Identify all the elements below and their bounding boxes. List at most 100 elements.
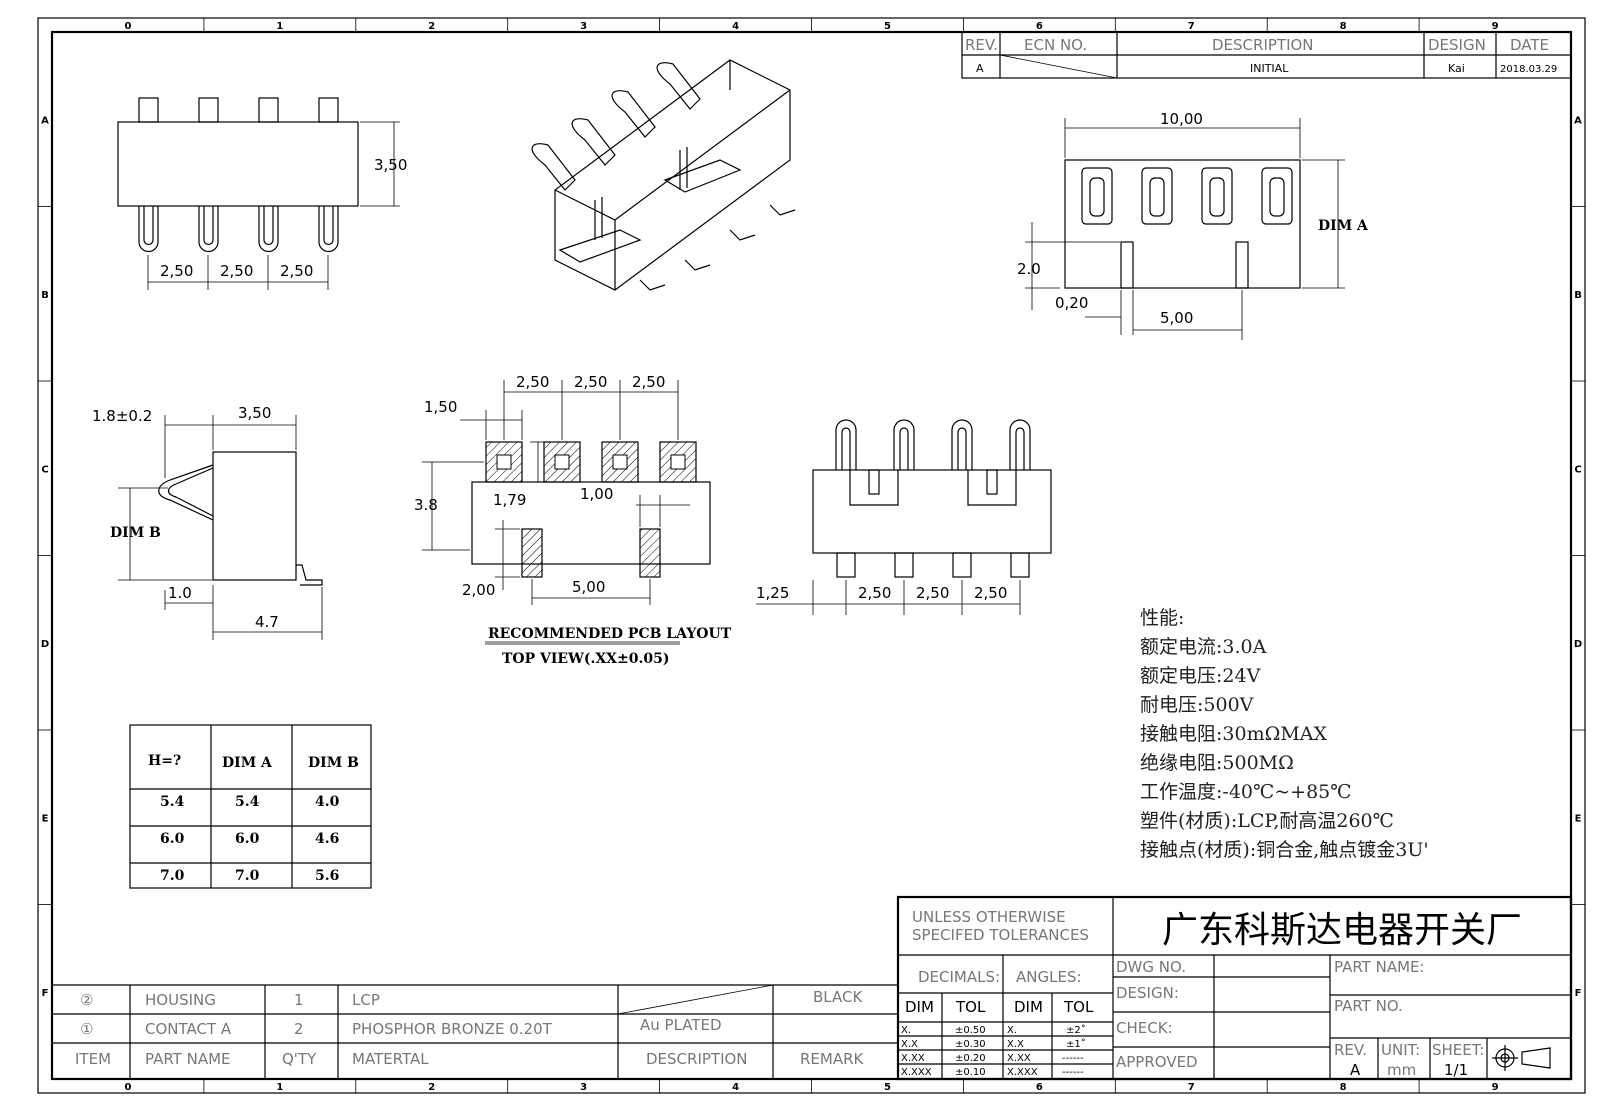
front-dim-a: DIM A [1318,218,1369,234]
dec-dim: X. [901,1025,911,1036]
dim-table-cell: 7.0 [235,868,260,884]
ang-dim: X.XXX [1007,1067,1038,1078]
grid-col-label: 5 [884,1082,891,1093]
front-pin-width: 0,20 [1055,294,1088,312]
bom-table: ② HOUSING 1 LCP BLACK ① CONTACT A 2 PHOS… [52,984,898,1079]
grid-col-label: 1 [276,1082,283,1093]
spec-line: 绝缘电阻:500MΩ [1140,752,1294,774]
ang-dim: X.XX [1007,1053,1031,1064]
dec-tol: ±0.50 [955,1025,986,1036]
ang-dim: X. [1007,1025,1017,1036]
side-total-dim: 4.7 [255,613,279,631]
spec-line: 塑件(材质):LCP,耐高温260℃ [1140,810,1394,832]
revision-block: REV. ECN NO. DESCRIPTION DESIGN DATE A I… [961,31,1572,79]
bom-header-remark: REMARK [800,1050,865,1068]
grid-col-label: 3 [580,1082,587,1093]
grid-row-label: A [1574,115,1582,126]
rev-value: A [976,62,984,75]
grid-col-label: 2 [428,1082,435,1093]
rear-view: 1,25 2,50 2,50 2,50 [756,419,1052,615]
tolerance-note-2: SPECIFED TOLERANCES [912,926,1089,944]
rev-value: A [1350,1061,1361,1079]
grid-col-label: 4 [732,1082,739,1093]
dec-tol: ±0.30 [955,1039,986,1050]
pcb-post-width: 1,00 [580,485,613,503]
ang-tol-header: TOL [1063,998,1094,1016]
rev-label: REV. [1334,1041,1367,1059]
specs-block: 性能: 额定电流:3.0A 额定电压:24V 耐电压:500V 接触电阻:30m… [1140,607,1429,861]
top-height-dim: 3,50 [374,156,407,174]
dec-tol: ±0.20 [955,1053,986,1064]
pcb-pitch-2: 2,50 [574,373,607,391]
grid-col-label: 6 [1036,21,1043,32]
bom-header-part: PART NAME [145,1050,231,1068]
ang-tol: ±1˚ [1066,1038,1086,1050]
dim-table-cell: 4.0 [315,794,340,810]
title-block: UNLESS OTHERWISE SPECIFED TOLERANCES 广东科… [896,895,1573,1081]
bom-item: ① [80,1020,93,1038]
front-pin-gap: 5,00 [1160,309,1193,327]
top-pitch-3: 2,50 [280,262,313,280]
grid-col-label: 0 [124,21,131,32]
side-dim-b: DIM B [110,525,161,541]
grid-col-label: 7 [1188,21,1195,32]
decimals-label: DECIMALS: [918,968,1000,986]
projection-symbol-icon [1492,1045,1551,1071]
bom-qty: 2 [294,1020,304,1038]
grid-row-label: A [41,115,49,126]
side-offset-dim: 1.8±0.2 [92,407,152,425]
grid-col-label: 4 [732,21,739,32]
spec-line: 工作温度:-40℃~+85℃ [1140,781,1352,803]
company-name: 广东科斯达电器开关厂 [1162,910,1522,951]
pcb-pad-height: 1,79 [493,491,526,509]
front-pin-height: 2.0 [1017,260,1041,278]
spec-line: 额定电压:24V [1140,665,1261,687]
grid-row-label: B [1574,290,1582,301]
dec-tol-header: TOL [955,998,986,1016]
ang-tol: ±2˚ [1066,1024,1086,1036]
grid-col-label: 9 [1492,1082,1499,1093]
angles-label: ANGLES: [1016,968,1082,986]
top-view: 3,50 2,50 2,50 2,50 [117,97,407,290]
bom-header-desc: DESCRIPTION [646,1050,748,1068]
dec-tol: ±0.10 [955,1067,986,1078]
dim-table-cell: 6.0 [160,831,185,847]
front-view: 10,00 DIM A 2.0 0,20 5,00 [1017,110,1369,340]
grid-col-label: 0 [124,1082,131,1093]
dim-table-a-header: DIM A [222,755,273,771]
dim-table-h-header: H=? [148,753,181,769]
design-value: Kai [1448,62,1465,75]
bom-header-material: MATERTAL [352,1050,429,1068]
dec-dim: X.XXX [901,1067,932,1078]
ang-tol: ------ [1062,1067,1084,1078]
grid-col-label: 6 [1036,1082,1043,1093]
dim-table-cell: 5.4 [235,794,260,810]
bom-item: ② [80,991,93,1009]
rear-pitch-1: 2,50 [858,584,891,602]
dim-table-b-header: DIM B [308,755,359,771]
grid-row-label: C [1574,464,1581,475]
dwg-no-label: DWG NO. [1116,958,1186,976]
pcb-pitch-1: 2,50 [516,373,549,391]
dim-table-cell: 6.0 [235,831,260,847]
bom-remark: BLACK [813,988,863,1006]
pcb-caption-view: TOP VIEW(.XX±0.05) [502,651,670,667]
dim-table-cell: 7.0 [160,868,185,884]
date-header: DATE [1510,36,1549,54]
ang-dim-header: DIM [1014,998,1043,1016]
dec-dim: X.X [901,1039,918,1050]
grid-col-label: 8 [1340,21,1347,32]
top-pitch-2: 2,50 [220,262,253,280]
dec-dim: X.XX [901,1053,925,1064]
bom-part: CONTACT A [145,1020,232,1038]
pcb-height: 3.8 [414,496,438,514]
side-depth-dim: 3,50 [238,404,271,422]
ang-tol: ------ [1062,1053,1084,1064]
unit-value: mm [1387,1061,1416,1079]
rear-pitch-3: 2,50 [974,584,1007,602]
sheet-label: SHEET: [1432,1041,1484,1059]
spec-line: 接触点(材质):铜合金,触点镀金3U' [1140,839,1429,861]
grid-row-label: C [41,464,48,475]
